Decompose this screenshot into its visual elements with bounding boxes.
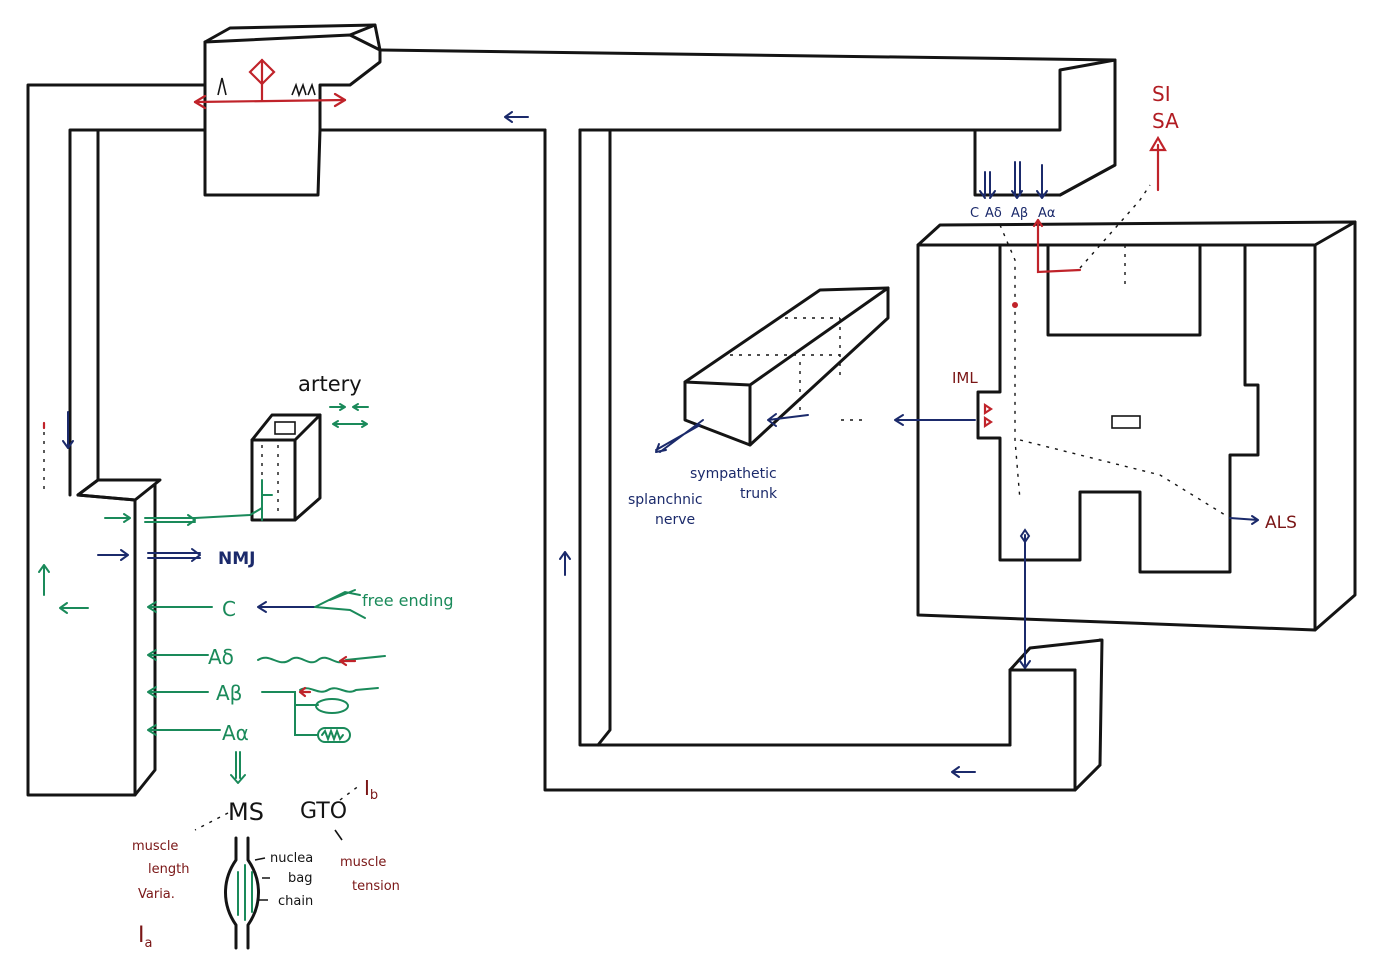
label-root-a-alpha: Aα	[1038, 206, 1055, 221]
label-als: ALS	[1265, 513, 1297, 533]
label-nerve: nerve	[655, 512, 695, 528]
labels: artery NMJ C Aδ Aβ Aα free ending MS GTO…	[132, 82, 1297, 951]
label-root-c: C	[970, 206, 979, 221]
root-fibers	[979, 135, 1259, 669]
sympathetic-trunk-block	[683, 286, 890, 447]
label-muscle-tension-1: muscle	[340, 855, 386, 870]
label-muscle-tension-2: tension	[352, 879, 400, 894]
ms-pointers	[194, 784, 361, 841]
label-iml: IML	[952, 369, 978, 387]
label-ms: MS	[228, 798, 264, 826]
label-a-delta: Aδ	[208, 645, 234, 669]
label-artery: artery	[298, 372, 362, 396]
label-nuclea: nuclea	[270, 851, 313, 866]
label-root-a-beta: Aβ	[1011, 206, 1028, 221]
label-nmj: NMJ	[218, 549, 255, 569]
flow-arrows	[62, 111, 976, 778]
cortex-neuron	[193, 58, 347, 110]
spinal-cord-section	[916, 220, 1357, 632]
afferent-fibers	[147, 589, 386, 784]
label-trunk: trunk	[740, 486, 778, 502]
label-splanchnic: splanchnic	[628, 492, 703, 508]
label-sympathetic: sympathetic	[690, 466, 777, 482]
label-chain: chain	[278, 894, 313, 909]
sympathetic-fibers	[655, 402, 993, 453]
artery-block	[250, 413, 322, 522]
label-muscle-length-1: muscle	[132, 839, 178, 854]
label-si: SI	[1152, 82, 1171, 106]
artery-arrows	[329, 403, 369, 428]
label-a-alpha: Aα	[222, 721, 249, 745]
label-free-ending: free ending	[362, 591, 454, 610]
label-bag: bag	[288, 871, 312, 886]
label-muscle-length-2: length	[148, 862, 189, 877]
left-spinal-column	[76, 478, 162, 797]
label-muscle-length-3: Varia.	[138, 887, 175, 902]
label-c: C	[222, 597, 236, 621]
label-root-a-delta: Aδ	[985, 206, 1002, 221]
label-a-beta: Aβ	[216, 681, 242, 705]
label-sa: SA	[1152, 109, 1179, 133]
label-ia: Ia	[138, 923, 152, 951]
dorsal-root-ganglion-block	[1008, 638, 1104, 792]
label-ib: Ib	[364, 776, 378, 803]
dorsal-root-block	[973, 58, 1117, 197]
brain-block	[203, 23, 382, 197]
motor-arrows	[38, 479, 273, 614]
label-gto: GTO	[300, 799, 347, 824]
muscle-spindle	[224, 836, 270, 950]
